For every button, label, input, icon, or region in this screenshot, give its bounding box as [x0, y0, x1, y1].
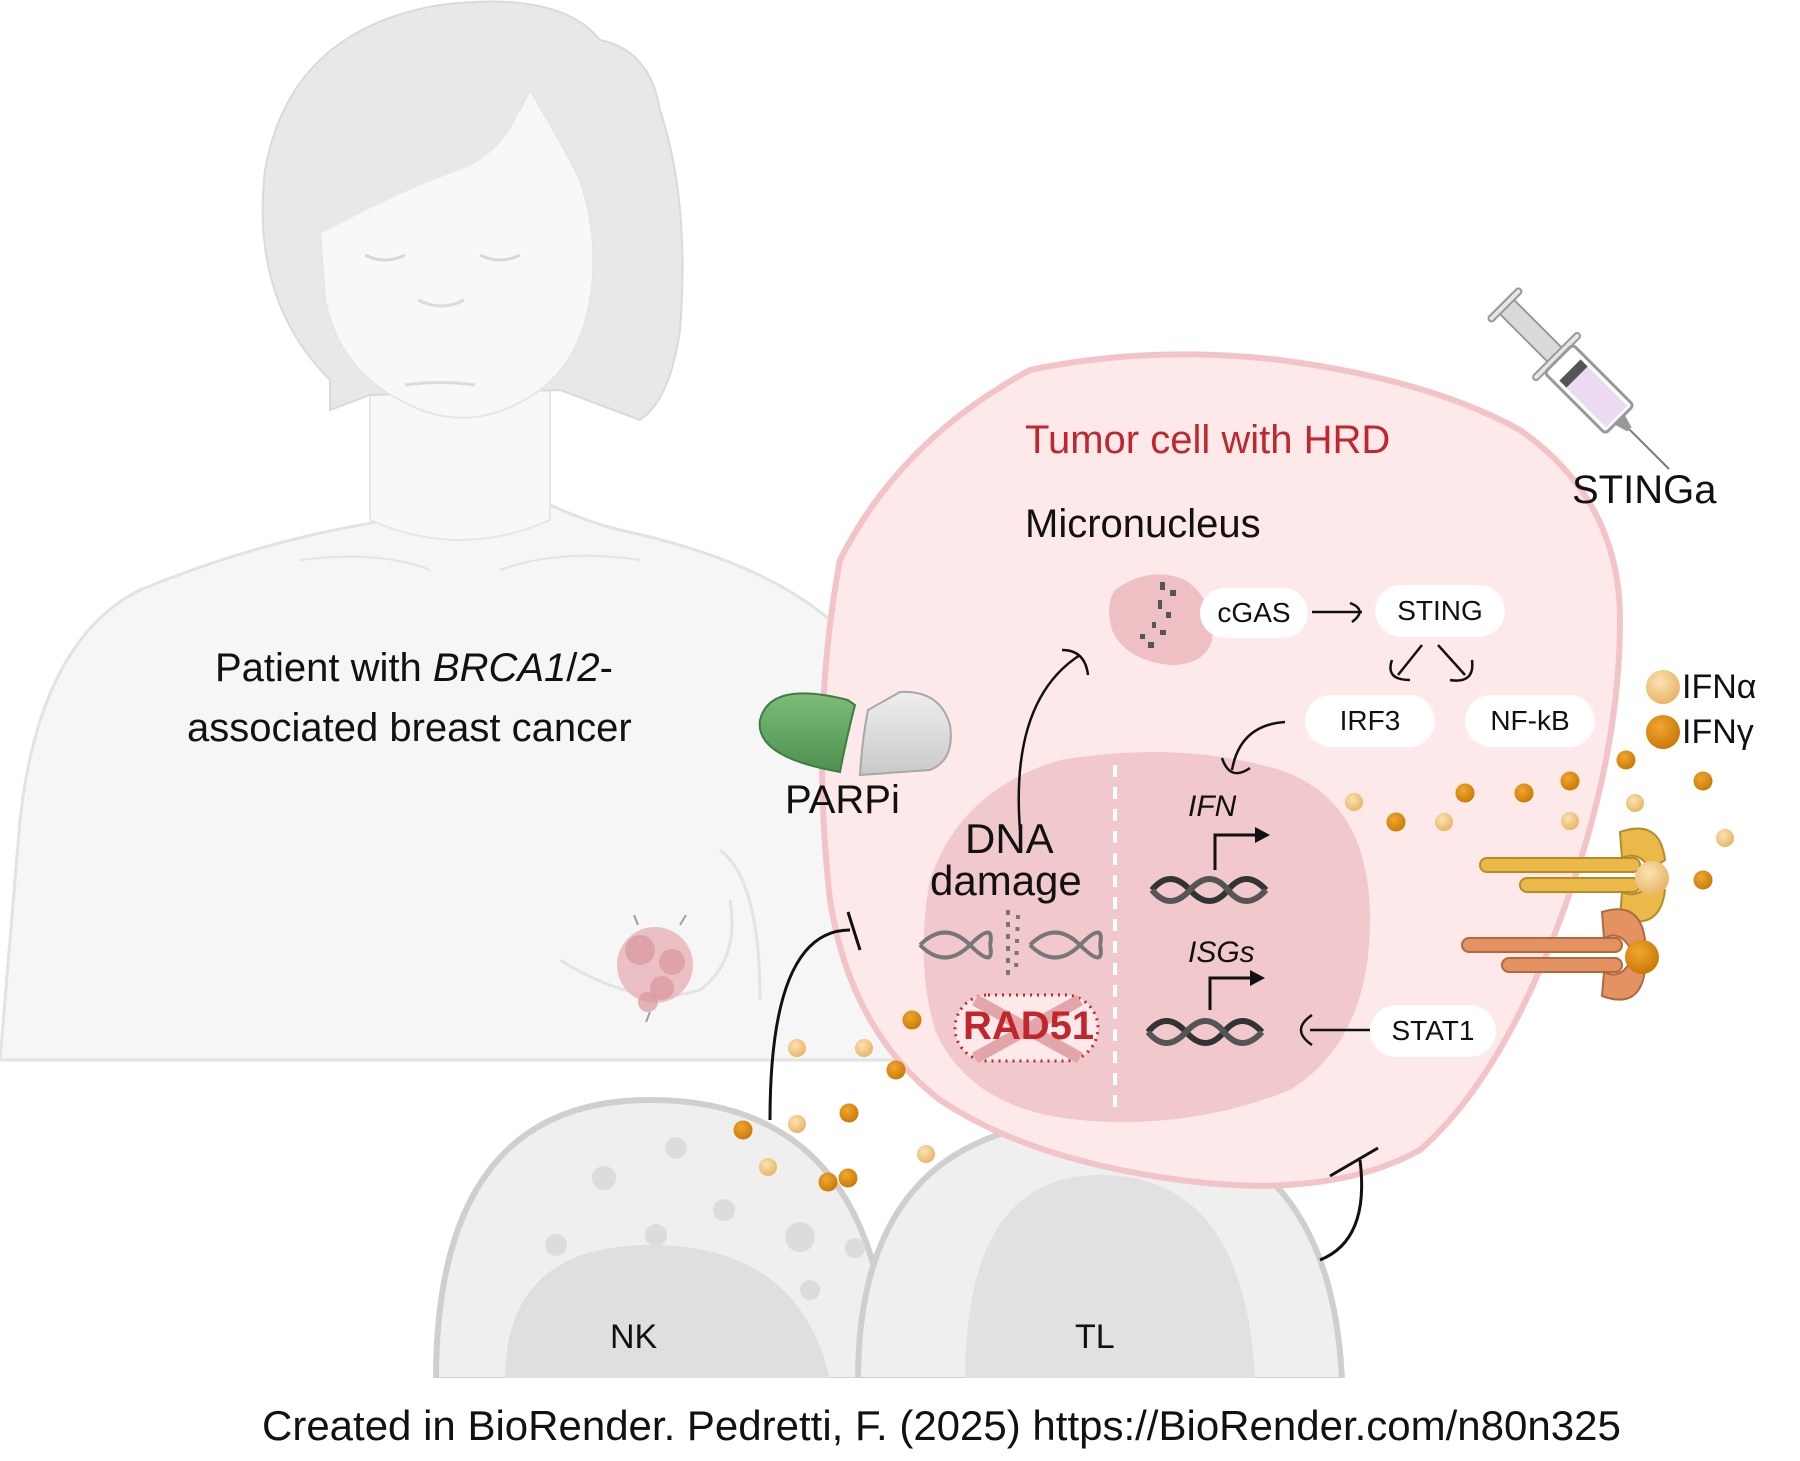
patient-collarbone-right [499, 554, 641, 571]
patient-label-gene: BRCA1 [432, 646, 567, 690]
patient-label-prefix: Patient with [215, 646, 433, 690]
nfkb-node: NF-kB [1465, 695, 1595, 747]
patient-arm-line [719, 848, 762, 1001]
broken-dna-icon [918, 910, 1103, 975]
tumor-cell-label: Tumor cell with HRD [1025, 418, 1391, 462]
nk-inhibition-line [768, 911, 862, 1121]
patient-mouth [404, 381, 476, 387]
ifn-gamma-particle [1693, 870, 1713, 890]
tl-inhibition-line [1319, 1146, 1379, 1262]
ifn-gamma-particle [886, 1060, 906, 1080]
irf3-node: IRF3 [1305, 695, 1435, 747]
nk-cell [432, 1096, 894, 1383]
patient-breast-contour [559, 899, 734, 998]
isg-gene-dna-icon [1145, 1018, 1265, 1046]
ifn-alpha-particle [788, 1039, 806, 1057]
micronucleus-icon [1109, 574, 1213, 665]
patient-eye-left [364, 253, 406, 262]
cgas-node: cGAS [1200, 588, 1308, 638]
legend-ifn-gamma-swatch [1646, 715, 1680, 749]
nk-cell-label: NK [610, 1318, 658, 1356]
arrow-sting-nfkb [1437, 644, 1466, 676]
cytokine-particles [733, 750, 1734, 1192]
bound-ifn-gamma [1625, 940, 1659, 974]
legend-ifn-alpha-label: IFNα [1682, 668, 1757, 706]
patient-eye-right [479, 253, 521, 262]
ifn-gamma-particle [902, 1010, 922, 1030]
ifn-gamma-particle [1455, 783, 1475, 803]
stinga-label: STINGa [1572, 468, 1717, 512]
stat1-node: STAT1 [1370, 1005, 1496, 1057]
syringe-icon [1487, 287, 1670, 470]
ifn-alpha-particle [1561, 812, 1579, 830]
ifn-gamma-particle [839, 1103, 859, 1123]
patient-label-line2: associated breast cancer [187, 706, 632, 750]
arrow-head-irf3-ifn [1220, 757, 1251, 775]
ifn-alpha-particle [1626, 794, 1644, 812]
ifn-alpha-particle [855, 1039, 873, 1057]
ifn-transcription-arrow [1213, 827, 1270, 870]
arrow-sting-irf3 [1397, 644, 1423, 676]
arrow-irf3-ifn [1230, 720, 1286, 771]
arrow-head-sting-nfkb [1449, 659, 1474, 682]
legend-ifn-gamma-label: IFNγ [1682, 713, 1754, 751]
parpi-capsule-icon [758, 690, 952, 777]
ifn-gamma-particle [1616, 750, 1636, 770]
patient-label-slash: / [566, 646, 578, 690]
rad51-deficiency-icon [953, 993, 1100, 1064]
ifn-gene-dna-icon [1149, 876, 1269, 904]
ifn-alpha-particle [788, 1115, 806, 1133]
arrow-damage-micronucleus [1017, 653, 1081, 831]
ifn-gamma-particle [1560, 771, 1580, 791]
ifn-alpha-particle [759, 1158, 777, 1176]
biorender-credit: Created in BioRender. Pedretti, F. (2025… [262, 1402, 1621, 1449]
ifn-gamma-particle [1386, 812, 1406, 832]
micronucleus-label: Micronucleus [1025, 502, 1261, 546]
legend-ifn-alpha-swatch [1646, 670, 1680, 704]
patient-label-gene2: 2 [577, 646, 600, 690]
arrow-head-sting-irf3 [1389, 659, 1411, 682]
ifn-alpha-particle [917, 1145, 935, 1163]
patient-label-line1: Patient with BRCA1/2- [215, 646, 613, 691]
isg-gene-label: ISGs [1188, 936, 1255, 969]
ifn-alpha-particle [1435, 813, 1453, 831]
breast-tumor-icon [617, 914, 693, 1023]
ifn-gamma-receptor-icon [1461, 908, 1659, 1001]
patient-nose [417, 298, 465, 308]
ifn-gamma-particle [733, 1120, 753, 1140]
arrow-head-cgas-sting [1349, 601, 1361, 623]
arrow-head-damage-micronucleus [1061, 648, 1090, 676]
dna-damage-label-line2: damage [930, 857, 1082, 904]
ifn-gamma-particle [1693, 771, 1713, 791]
isg-transcription-arrow [1208, 970, 1265, 1010]
patient-neck [369, 389, 551, 541]
patient-illustration [0, 0, 907, 1062]
ifn-gamma-particle [1514, 783, 1534, 803]
ifn-gamma-particle [818, 1172, 838, 1192]
parpi-label: PARPi [785, 778, 900, 822]
rad51-label: RAD51 [963, 1004, 1095, 1048]
immune-crop-edge [420, 1378, 1370, 1388]
patient-bangs [310, 50, 525, 241]
ifn-alpha-receptor-icon [1479, 827, 1669, 923]
ifn-alpha-particle [1345, 793, 1363, 811]
arrow-head-stat1-isgs [1299, 1013, 1313, 1047]
bound-ifn-alpha [1635, 861, 1669, 895]
patient-torso [0, 498, 907, 1062]
sting-node: STING [1375, 585, 1505, 637]
tl-cell-label: TL [1075, 1318, 1115, 1356]
patient-collarbone-left [299, 555, 431, 571]
ifn-gene-label: IFN [1188, 790, 1237, 823]
patient-label-suffix: - [599, 646, 613, 690]
dna-damage-label-line1: DNA [965, 815, 1054, 862]
ifn-gamma-particle [838, 1168, 858, 1188]
ifn-alpha-particle [1716, 829, 1734, 847]
